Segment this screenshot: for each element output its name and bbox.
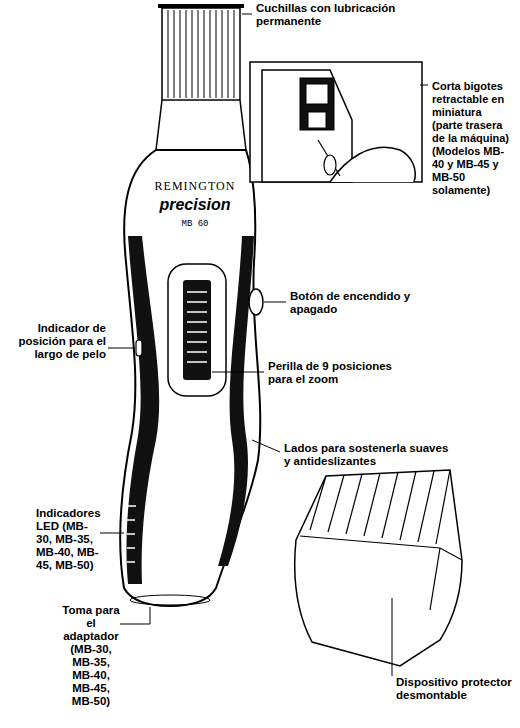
comb-label: Dispositivo protector desmontable xyxy=(396,676,516,702)
zoom-wheel-label: Perilla de 9 posiciones para el zoom xyxy=(268,360,418,386)
mini-trimmer-inset xyxy=(250,62,422,182)
leader-lines xyxy=(100,14,428,676)
power-button-label: Botón de encendido y apagado xyxy=(290,290,420,316)
trimmer-body xyxy=(120,150,263,606)
model-line: precision xyxy=(140,196,250,214)
blade-head xyxy=(156,6,246,150)
mini-trimmer-label: Corta bigotes retractable en miniatura (… xyxy=(432,80,514,197)
model-number: MB 60 xyxy=(140,218,250,231)
length-indicator-label: Indicador de posición para el largo de p… xyxy=(4,322,106,361)
detachable-comb xyxy=(295,470,462,666)
grip-label: Lados para sostenerla suaves y antidesli… xyxy=(284,442,454,468)
adapter-jack-label: Toma para el adaptador (MB-30, MB-35, MB… xyxy=(60,604,122,708)
led-label: Indicadores LED (MB-30, MB-35, MB-40, MB… xyxy=(36,507,100,572)
brand-name: REMINGTON xyxy=(140,180,250,193)
blade-label: Cuchillas con lubricación permanente xyxy=(256,2,446,28)
